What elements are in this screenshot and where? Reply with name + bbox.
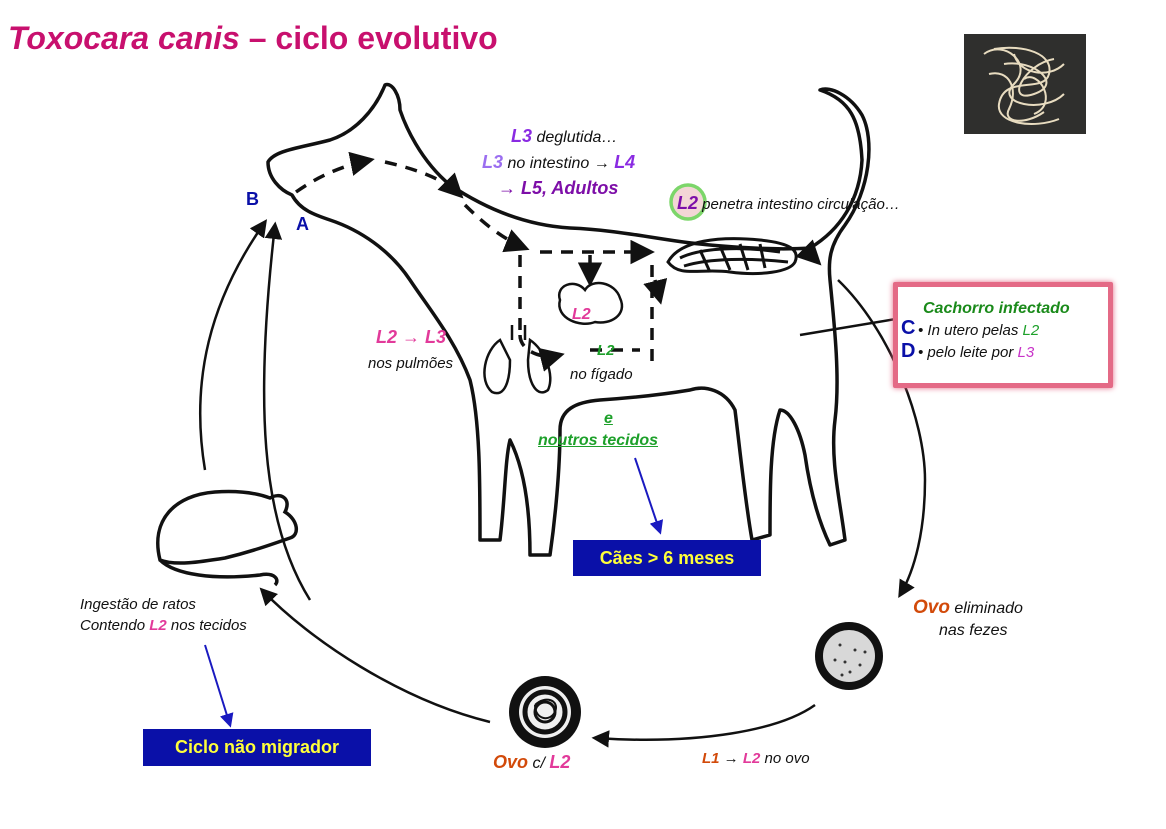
heart-icon bbox=[557, 281, 624, 325]
nos-pulmoes: nos pulmões bbox=[368, 355, 454, 372]
label-b: B bbox=[246, 189, 259, 209]
label-d: D bbox=[901, 340, 916, 362]
contendo-l2: Contendo L2 nos tecidos bbox=[80, 617, 247, 634]
infected-title: Cachorro infectado bbox=[923, 300, 1070, 317]
l5-adultos: → L5, Adultos bbox=[498, 178, 619, 198]
page-title: Toxocara canis – ciclo evolutivo bbox=[8, 20, 498, 56]
noutros-tecidos: noutros tecidos bbox=[538, 432, 659, 449]
dog-outline bbox=[266, 82, 871, 557]
egg-icon bbox=[815, 622, 883, 690]
ovo-eliminado: Ovo eliminado bbox=[913, 597, 1023, 618]
l1-l2-ovo: L1 → L2 no ovo bbox=[702, 750, 810, 767]
milk-line: • pelo leite por L3 bbox=[918, 344, 1035, 361]
l2-heart: L2 bbox=[572, 306, 591, 323]
ingestao-ratos: Ingestão de ratos bbox=[80, 596, 196, 613]
l2-l3-lungs: L2 → L3 bbox=[376, 327, 447, 347]
l3-intestino: L3 no intestino → L4 bbox=[482, 152, 636, 172]
lung-icon bbox=[483, 325, 552, 395]
no-figado: no fígado bbox=[570, 366, 633, 383]
l2-liver: L2 bbox=[597, 342, 615, 359]
mouse-outline bbox=[156, 489, 298, 587]
intestine-icon bbox=[666, 237, 798, 276]
nas-fezes: nas fezes bbox=[939, 622, 1008, 639]
dogs-6-months-box: Cães > 6 meses bbox=[573, 540, 761, 576]
infected-dog-box bbox=[893, 282, 1113, 388]
label-a: A bbox=[296, 214, 309, 234]
non-migratory-cycle-box: Ciclo não migrador bbox=[143, 729, 371, 766]
ovo-com-l2: Ovo c/ L2 bbox=[493, 752, 571, 772]
l2-penetra: L2 penetra intestino circulação… bbox=[677, 193, 900, 213]
l3-deglutida: L3 deglutida… bbox=[511, 126, 618, 146]
label-c: C bbox=[901, 317, 916, 339]
worm-photo bbox=[964, 34, 1086, 134]
in-utero-line: • In utero pelas L2 bbox=[918, 322, 1040, 339]
tissues-e: e bbox=[604, 410, 613, 427]
egg-icon bbox=[509, 676, 581, 748]
